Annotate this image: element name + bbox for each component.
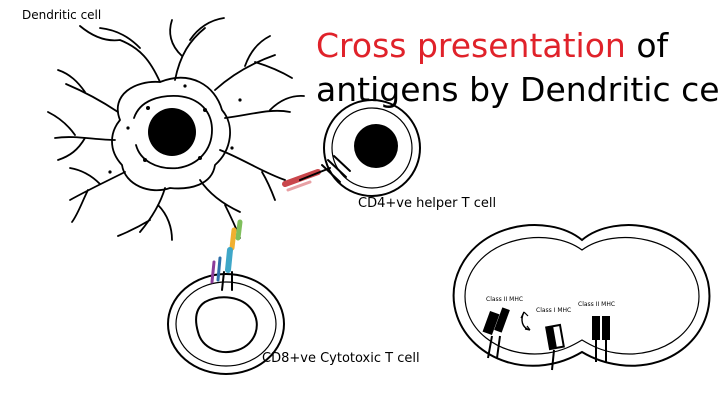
mhc-class-i [545,323,565,371]
class-ii-mhc-right-label: Class II MHC [578,301,616,308]
dendritic-granules [108,84,242,174]
title-highlight: Cross presentation [316,26,626,65]
cd8-receptor-complex [210,219,243,291]
cd4-t-cell [323,99,421,197]
fusion-cell [452,224,711,367]
title-line-2: antigens by Dendritic cell [316,70,720,109]
cd8-cell-label: CD8+ve Cytotoxic T cell [262,351,420,366]
title-line-1: Cross presentation of [316,26,668,66]
mhc-class-ii-left [482,307,510,359]
class-i-mhc-label: Class I MHC [536,307,572,314]
cd4-receptor-complex [282,155,351,192]
cd4-cell-label: CD4+ve helper T cell [358,196,497,211]
title-line1-rest: of [625,26,669,65]
mhc-class-ii-right [592,316,610,362]
dendritic-cell [47,17,305,241]
cd8-t-cell [167,273,285,375]
class-ii-mhc-left-label: Class II MHC [486,296,524,303]
dendritic-nucleus [148,108,196,156]
cd4-nucleus [354,124,398,168]
dendritic-cell-label: Dendritic cell [22,8,102,22]
